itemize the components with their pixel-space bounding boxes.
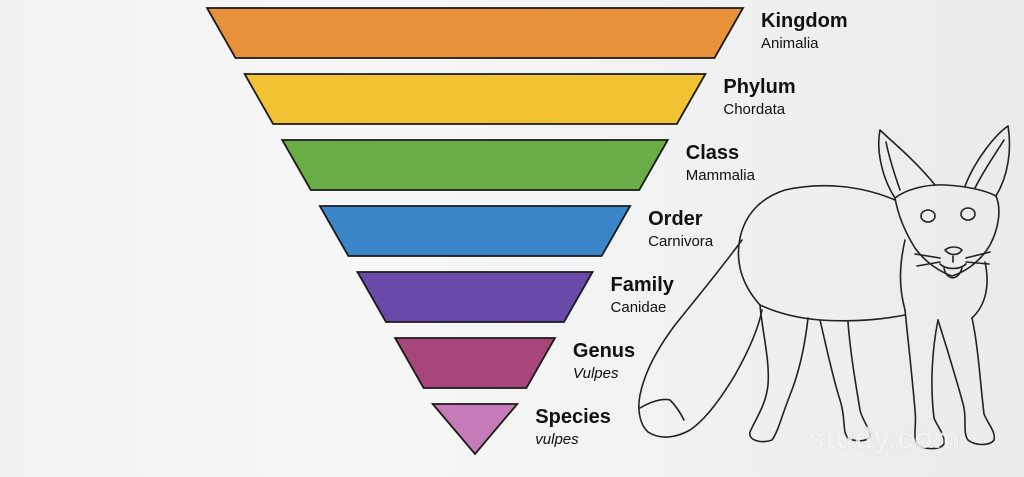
taxon-name-genus: Vulpes [572,365,619,382]
rank-label-kingdom: Kingdom [761,10,848,32]
pyramid-band-phylum [243,73,707,125]
rank-label-family: Family [610,274,674,296]
rank-label-genus: Genus [572,340,636,362]
pyramid-band-class [280,139,670,191]
pyramid-band-kingdom [205,7,745,59]
pyramid-band-species [430,403,520,456]
rank-label-class: Class [685,142,740,164]
taxon-name-species: vulpes [535,431,579,448]
taxon-name-class: Mammalia [685,167,755,184]
pyramid-band-family [355,271,595,323]
pyramid-band-order [318,205,632,257]
rank-label-phylum: Phylum [723,76,796,98]
rank-label-order: Order [648,208,703,230]
watermark: study.com [808,422,961,455]
rank-label-species: Species [535,406,611,428]
taxon-name-order: Carnivora [648,233,714,250]
pyramid-band-genus [393,337,557,389]
taxon-name-phylum: Chordata [723,101,786,118]
taxon-name-family: Canidae [610,299,667,316]
taxon-name-kingdom: Animalia [761,35,819,52]
